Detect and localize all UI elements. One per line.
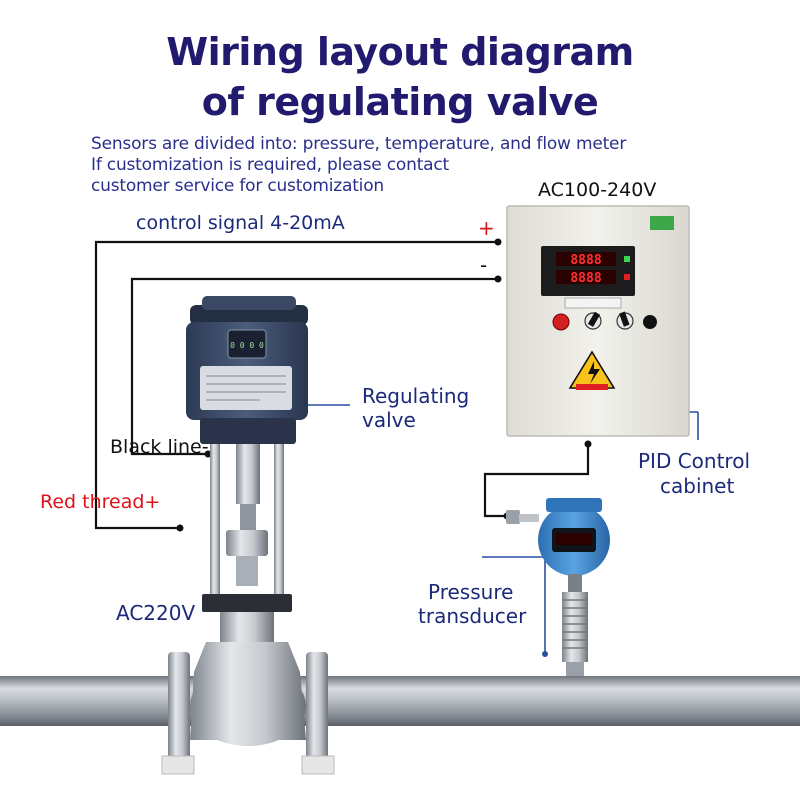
subtitle-line-1: Sensors are divided into: pressure, temp… [91,134,627,154]
pid-cabinet-label-line1: PID Control [638,449,751,473]
supply-voltage-label: AC100-240V [538,179,657,201]
title-line-1: Wiring layout diagram [166,30,634,74]
regulating-valve [161,296,335,775]
pid-cabinet-label-line2: cabinet [660,474,735,498]
pressure-transducer [506,498,610,676]
control-signal-label: control signal 4-20mA [136,212,345,234]
actuator-lcd-text: 0 0 0 0 [230,341,264,350]
control-wires [94,240,699,654]
regulating-valve-label-line1: Regulating [362,384,470,408]
regulating-valve-label-line2: valve [362,408,416,432]
black-line-label: Black line- [110,436,209,458]
plus-terminal-label: + [478,216,495,240]
valve-power-label: AC220V [116,601,196,625]
subtitle-line-2: If customization is required, please con… [91,155,449,175]
minus-terminal-label: - [480,253,488,277]
red-thread-label: Red thread+ [40,491,161,513]
controller-display-top: 8888 [570,253,601,268]
pressure-transducer-label-line2: transducer [418,604,527,628]
controller-display-bottom: 8888 [570,271,601,286]
pipe [0,676,800,726]
subtitle-line-3: customer service for customization [91,176,384,196]
title-line-2: of regulating valve [201,80,599,124]
pid-control-cabinet [506,205,690,437]
pressure-transducer-label-line1: Pressure [428,580,514,604]
